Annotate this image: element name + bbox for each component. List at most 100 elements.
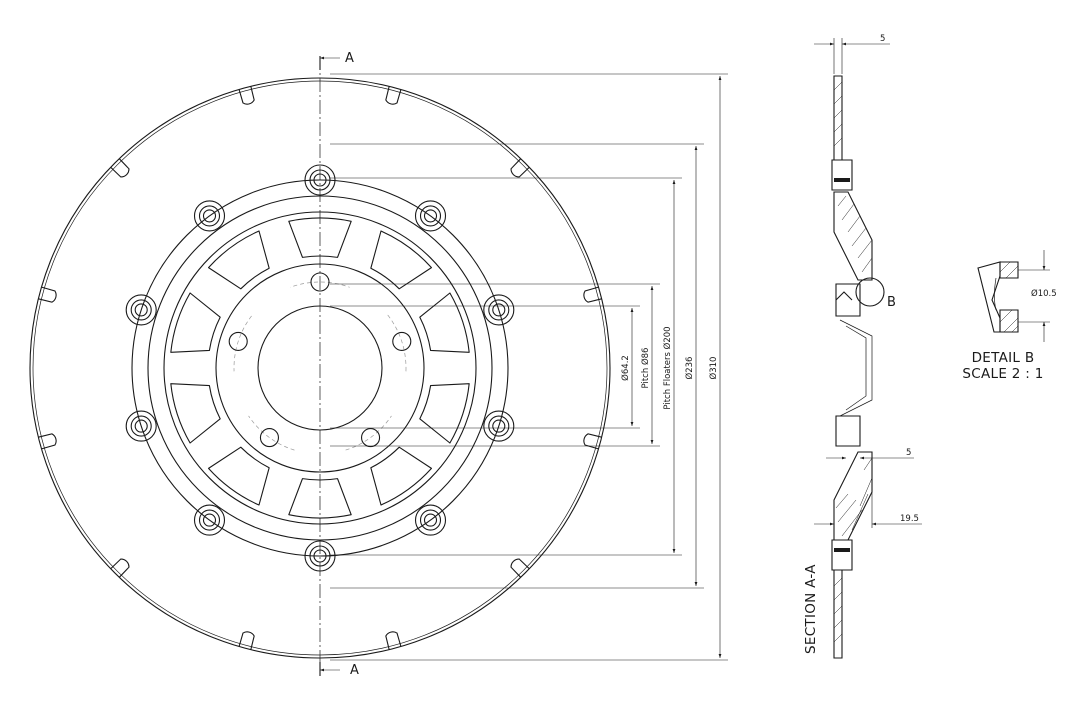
floater-button [125,294,157,326]
cooling-slot-inner [552,279,574,325]
carrier-window [419,383,470,444]
rim-notch [510,158,530,178]
section-hub-profile [839,319,873,417]
cooling-slot-inner [118,428,135,470]
front-dimensions: Ø310 Ø236 Pitch Floaters Ø200 Pitch Ø86 … [330,73,728,661]
cooling-slot-inner [97,470,109,519]
cooling-slot-inner [79,231,125,255]
carrier-window [288,217,352,258]
floater-button-hole [423,209,438,223]
hub-slot-inner [296,444,344,458]
cooling-slot-inner [480,218,489,262]
detail-b-scale: SCALE 2 : 1 [962,366,1043,382]
floater-button-hole [202,513,217,527]
rim-notch [238,631,255,650]
cooling-slot-inner [300,603,341,635]
cooling-slot-inner [422,579,471,591]
cooling-slot-inner [169,145,218,157]
floater-button [414,504,447,536]
floater-button [414,200,447,232]
cooling-slot-inner [494,435,534,459]
floater-button [193,504,226,536]
hub-bolt-hole [392,331,412,351]
floater-button-hole [492,303,506,317]
hub-bolt-hole [259,428,280,448]
cooling-slot-inner [555,347,587,388]
floater-button-ring [198,205,221,227]
hub-slot-inner [348,285,389,318]
dimension-outer-ring-label: Ø236 [684,357,695,380]
cooling-slot-inner [106,277,146,301]
section-marker-top: A [345,51,354,66]
floater-button-ring [130,415,152,437]
hub-bolt-hole [360,428,381,448]
detail-b-callout-circle [855,277,885,307]
floater-button-hole [423,513,438,527]
cooling-slot-inner [433,127,457,173]
cooling-slot-inner [239,591,272,631]
hub-slot-inner [386,370,410,416]
dimension-pitch-floaters-label: Pitch Floaters Ø200 [662,326,673,409]
detail-view: Ø10.5 DETAIL B SCALE 2 : 1 [962,250,1057,382]
cooling-slot-inner [273,147,311,173]
cooling-slot-inner [439,180,454,223]
cooling-slots-inner [95,143,545,593]
cooling-slot-inner [278,559,309,593]
floater-button [125,410,157,442]
cooling-slot-inner [137,522,150,571]
cooling-slot-inner [465,487,508,502]
cooling-slot-inner [531,217,543,266]
section-dimension-offset-label: 19.5 [900,514,919,524]
hub-bolt-hole [228,331,248,351]
cooling-slot-inner [505,266,522,308]
dimension-pitch-bolts-label: Pitch Ø86 [640,348,651,389]
floater-button-hole [134,303,148,317]
floater-button-ring [419,205,442,227]
rim-notch [110,158,130,178]
section-dimension-mid-label: 5 [906,448,911,458]
rim-notch [238,86,255,105]
cooling-slot-inner [490,165,503,214]
cooling-slot-inner [57,287,97,320]
floater-button-ring [419,509,442,531]
section-hub-top [835,283,861,317]
cooling-slot-inner [117,185,166,198]
cooling-slot-inner [231,114,277,136]
floater-button-hole [202,209,217,223]
cooling-slot-inner [66,411,88,457]
front-view: A A Ø310 Ø236 Pitch Floaters Ø200 Pitch … [29,51,728,678]
floater-button-hole [492,419,506,433]
detail-b-title: DETAIL B [972,350,1035,366]
detail-b-callout-label: B [887,295,896,310]
cooling-slot-inner [329,563,367,589]
cooling-slot-inner [426,528,470,537]
section-view: B 5 5 19.5 SECTION A-A [803,34,922,659]
cooling-slot-inner [218,166,260,183]
section-hub-bottom [835,415,861,447]
cooling-slot-inner [99,377,125,415]
cooling-slot-inner [474,538,523,551]
cooling-slot-inner [95,326,129,357]
cooling-slot-inner [229,542,253,582]
section-title: SECTION A-A [803,564,819,654]
rim-notch [583,433,602,450]
cooling-slot-inner [515,321,541,359]
section-floater-bottom [831,539,853,571]
section-floater-top [831,159,853,191]
detail-b-hole-dimension: Ø10.5 [1031,288,1057,299]
rim-notch [38,433,57,450]
outer-notches [38,86,602,650]
floater-button [483,294,515,326]
cooling-slot-inner [543,416,583,449]
floater-button [483,410,515,442]
floater-button-ring [130,299,152,321]
carrier-window [370,446,433,506]
cooling-slot-inner [363,600,409,622]
detail-b-hole-top [999,261,1019,279]
cooling-slot-inner [299,101,340,133]
carrier-window [419,292,470,353]
cooling-slot-inner [186,513,201,556]
carrier-windows [170,217,470,519]
cooling-slot-inner [515,481,561,505]
